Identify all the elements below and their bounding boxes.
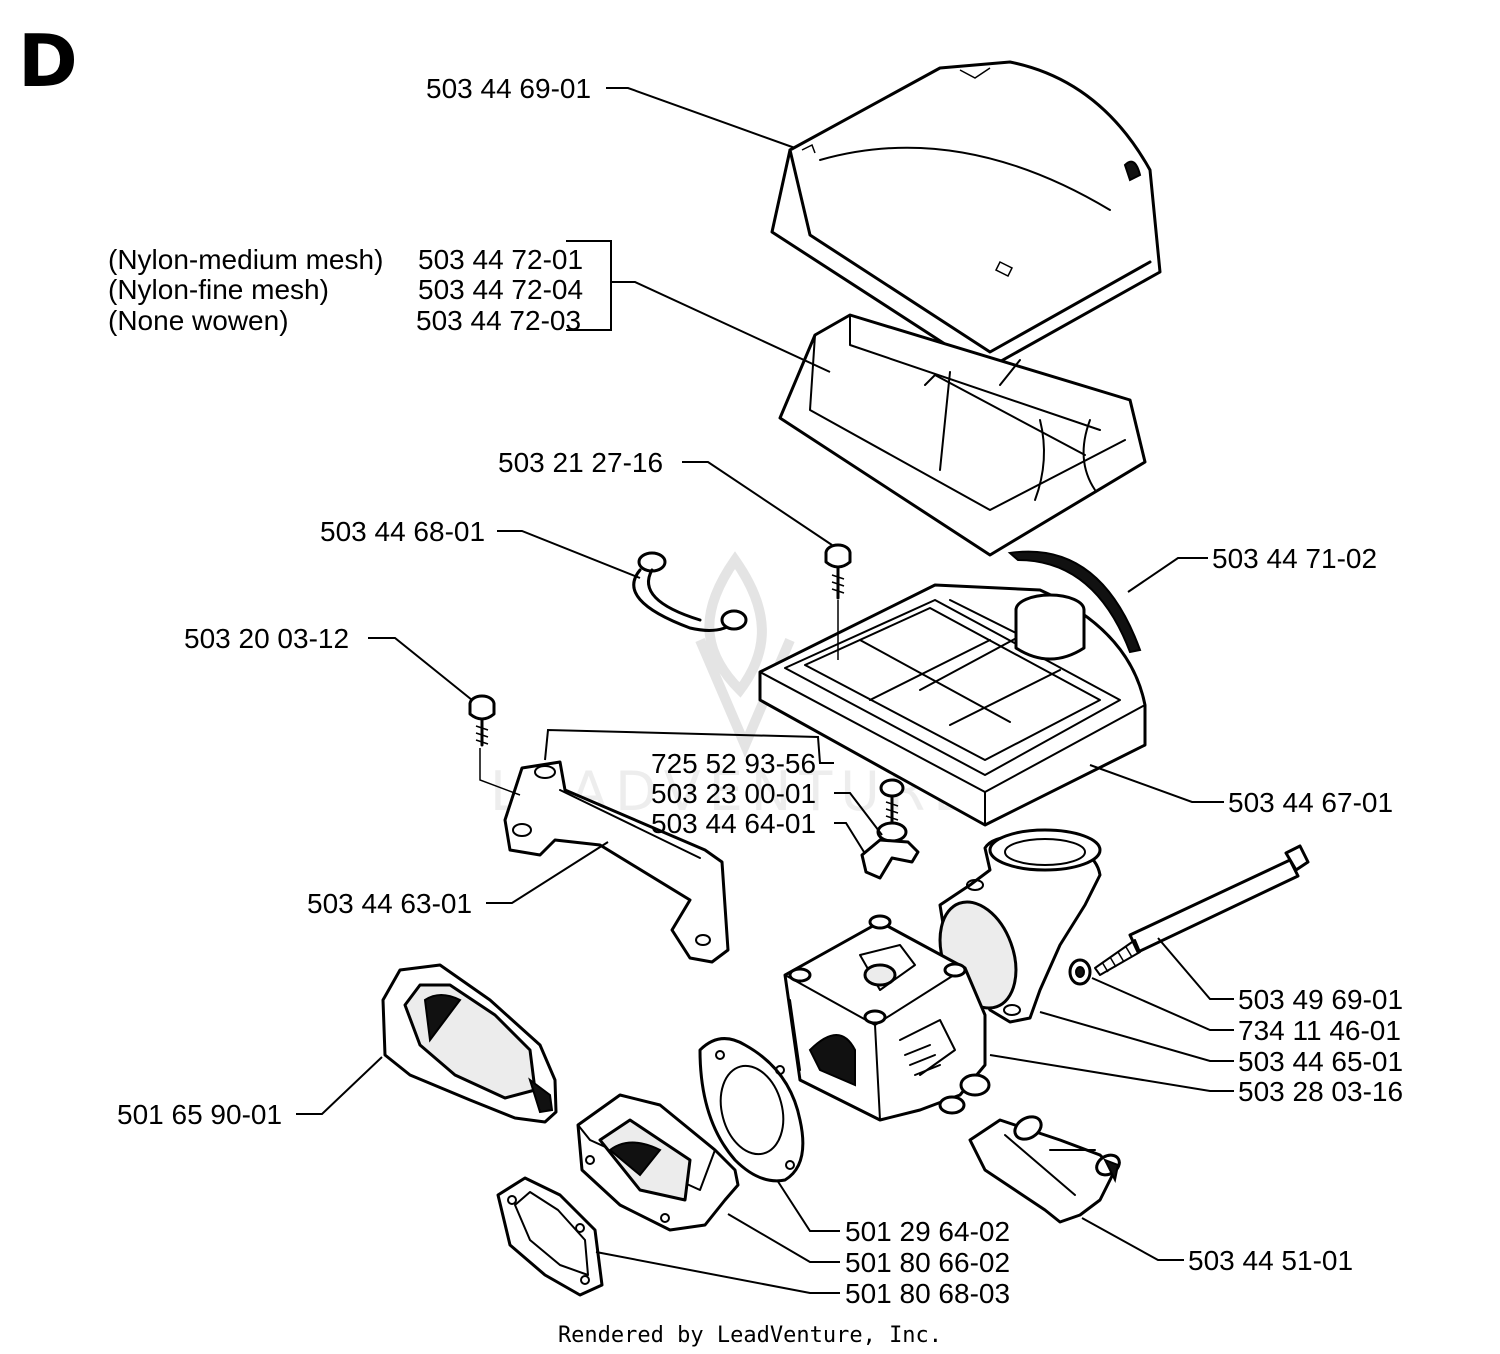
label-nylon-fine-mesh: (Nylon-fine mesh) — [108, 274, 329, 305]
label-501-80-66-02: 501 80 66-02 — [845, 1247, 1010, 1278]
carburetor — [783, 914, 991, 1122]
label-503-44-67-01: 503 44 67-01 — [1228, 787, 1393, 818]
leader-lines — [296, 87, 1234, 1294]
label-503-28-03-16: 503 28 03-16 — [1238, 1076, 1403, 1107]
label-501-29-64-02: 501 29 64-02 — [845, 1216, 1010, 1247]
air-filter-element — [778, 313, 1147, 557]
label-503-20-03-12: 503 20 03-12 — [184, 623, 349, 654]
label-503-44-63-01: 503 44 63-01 — [307, 888, 472, 919]
intake-adapter — [576, 1093, 740, 1232]
label-503-49-69-01: 503 49 69-01 — [1238, 984, 1403, 1015]
label-503-44-71-02: 503 44 71-02 — [1212, 543, 1377, 574]
filter-seal-strip — [1007, 550, 1142, 654]
section-letter: D — [18, 19, 78, 103]
intake-elbow — [938, 828, 1102, 1024]
screw-503-20-03-12 — [468, 694, 496, 747]
label-503-44-51-01: 503 44 51-01 — [1188, 1245, 1353, 1276]
washer — [1068, 958, 1092, 986]
label-501-65-90-01: 501 65 90-01 — [117, 1099, 282, 1130]
adjuster-screw-assembly — [860, 778, 920, 880]
screw-503-21-27-16 — [824, 543, 852, 600]
label-none-woven: (None wowen) — [108, 305, 289, 336]
label-503-21-27-16: 503 21 27-16 — [498, 447, 663, 478]
label-503-44-72-01: 503 44 72-01 — [418, 244, 583, 275]
spring-clip — [632, 551, 748, 632]
label-501-80-68-03: 501 80 68-03 — [845, 1278, 1010, 1309]
label-503-44-72-03: 503 44 72-03 — [416, 305, 581, 336]
label-nylon-medium-mesh: (Nylon-medium mesh) — [108, 244, 383, 275]
air-filter-cover — [770, 60, 1162, 372]
hose-connector — [968, 1115, 1121, 1224]
carburetor-gasket — [698, 1037, 805, 1183]
bracket — [503, 760, 730, 964]
footer-credit: Rendered by LeadVenture, Inc. — [558, 1323, 942, 1348]
label-503-23-00-01: 503 23 00-01 — [651, 778, 816, 809]
filter-holder — [758, 583, 1147, 827]
label-503-44-65-01: 503 44 65-01 — [1238, 1046, 1403, 1077]
label-503-44-64-01: 503 44 64-01 — [651, 808, 816, 839]
rubber-boot — [381, 963, 558, 1124]
label-725-52-93-56: 725 52 93-56 — [651, 748, 816, 779]
label-503-44-69-01: 503 44 69-01 — [426, 73, 591, 104]
label-503-44-68-01: 503 44 68-01 — [320, 516, 485, 547]
label-734-11-46-01: 734 11 46-01 — [1238, 1015, 1401, 1046]
part-labels: 503 44 69-01 (Nylon-medium mesh) 503 44 … — [108, 73, 1403, 1309]
adapter-gasket — [496, 1176, 604, 1297]
long-bolt — [1094, 844, 1310, 976]
label-503-44-72-04: 503 44 72-04 — [418, 274, 583, 305]
